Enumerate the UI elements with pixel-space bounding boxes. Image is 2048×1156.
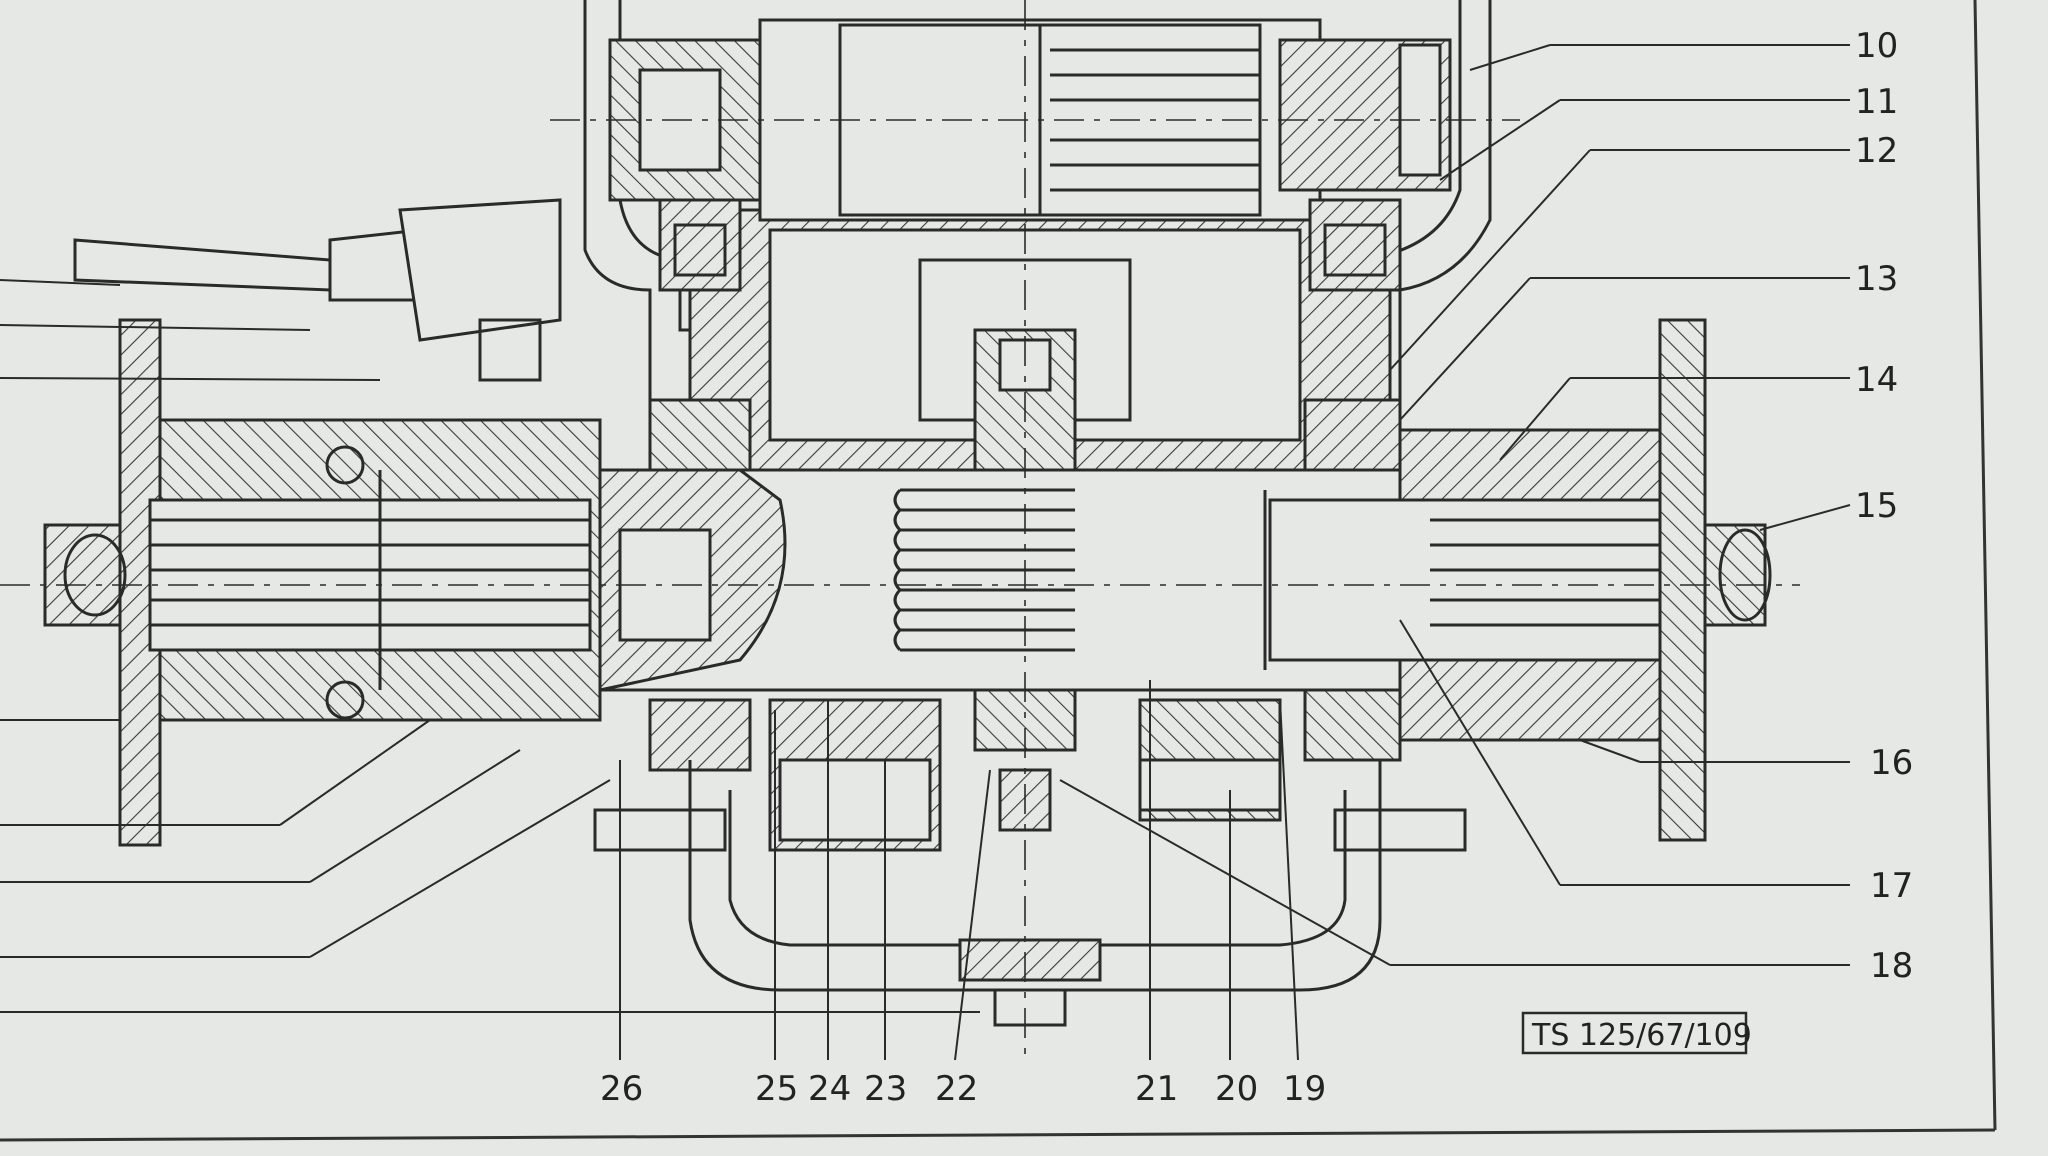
left-spline-lines (150, 518, 590, 627)
upper-housing-outline (583, 0, 1492, 422)
bottom-callouts: 26 25 24 23 22 21 20 19 (600, 1069, 1326, 1109)
callout-10: 10 (1855, 26, 1898, 66)
left-upper-ball (325, 445, 365, 485)
callout-12: 12 (1855, 131, 1898, 171)
drawing-lines (0, 0, 1851, 1061)
left-lower-ball (325, 680, 365, 720)
left-nut (43, 523, 122, 627)
callout-19: 19 (1283, 1069, 1326, 1109)
right-splined-shaft (1268, 498, 1662, 662)
drawing-reference: TS 125/67/109 (1531, 1018, 1752, 1053)
left-splined-shaft (148, 498, 592, 652)
callout-16: 16 (1870, 743, 1913, 783)
reference-box (1521, 1011, 1748, 1055)
upper-spline-lines (1050, 48, 1260, 192)
callout-25: 25 (755, 1069, 798, 1109)
callout-17: 17 (1870, 866, 1913, 906)
right-nut (1703, 523, 1767, 627)
callout-11: 11 (1855, 82, 1898, 122)
callout-23: 23 (864, 1069, 907, 1109)
callout-20: 20 (1215, 1069, 1258, 1109)
right-spline-lines (1430, 518, 1660, 627)
callout-18: 18 (1870, 946, 1913, 986)
bottom-leader-lines (619, 680, 1299, 1061)
callout-24: 24 (808, 1069, 851, 1109)
right-leader-lines (1059, 44, 1851, 966)
right-main-bearing (1303, 398, 1402, 472)
left-leader-lines (0, 279, 980, 1013)
callout-13: 13 (1855, 259, 1898, 299)
callout-15: 15 (1855, 486, 1898, 526)
drain-plug-flange (958, 938, 1102, 982)
right-callouts: 10 11 12 13 14 15 16 17 18 (1855, 26, 1913, 986)
callout-22: 22 (935, 1069, 978, 1109)
center-lines (0, 0, 1800, 1060)
shaft-spline-teeth (893, 488, 1075, 652)
callout-26: 26 (600, 1069, 643, 1109)
left-main-bearing (648, 398, 752, 472)
drain-plug (993, 988, 1067, 1027)
callout-14: 14 (1855, 360, 1898, 400)
left-bolt (593, 808, 727, 852)
callout-21: 21 (1135, 1069, 1178, 1109)
right-bolt (1333, 808, 1467, 852)
